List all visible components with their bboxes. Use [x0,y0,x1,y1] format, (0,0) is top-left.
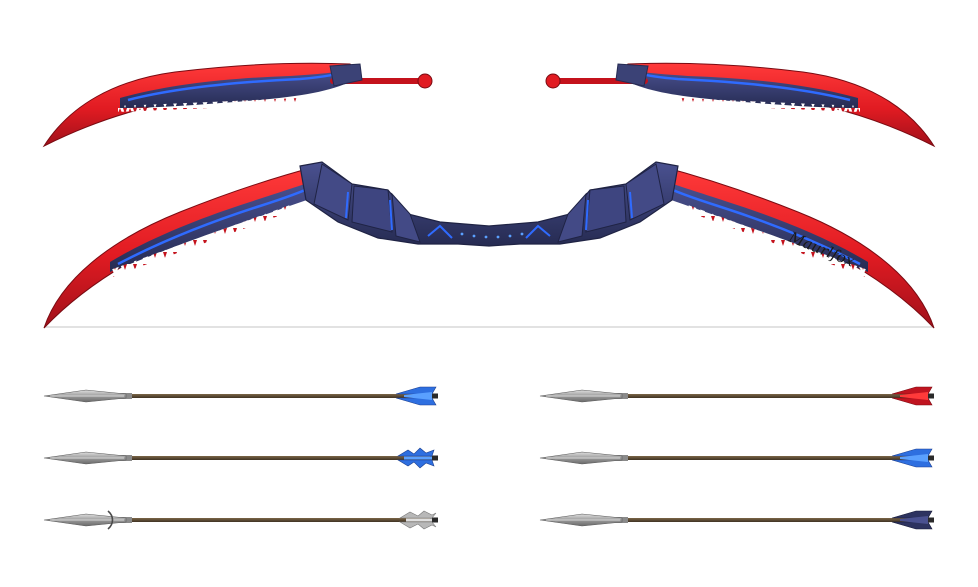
arrow-red-fletch [539,386,935,406]
fletching-icon [396,447,435,469]
fletching-icon [891,510,933,530]
fletching-icon [395,386,437,406]
arrow-blue-feather-fletch [43,447,439,469]
arrow-blue-right-fletch [539,448,935,468]
fletching-icon [891,448,933,468]
arrow-silver-fletch [43,510,439,530]
arrow-navy-fletch [539,510,935,530]
fletching-icon [891,386,933,406]
connector-knob-icon [417,73,433,89]
upper-left-limb [42,62,433,148]
upper-right-limb [545,62,936,148]
grip-texture [460,232,524,239]
arrow-blue-fletch [43,386,439,406]
fletching-icon [398,510,437,530]
barb-hook-icon [107,510,114,530]
bow-riser [299,161,679,247]
assembled-bow: Maurlfox [43,161,935,329]
bow-left-limb [43,165,323,329]
